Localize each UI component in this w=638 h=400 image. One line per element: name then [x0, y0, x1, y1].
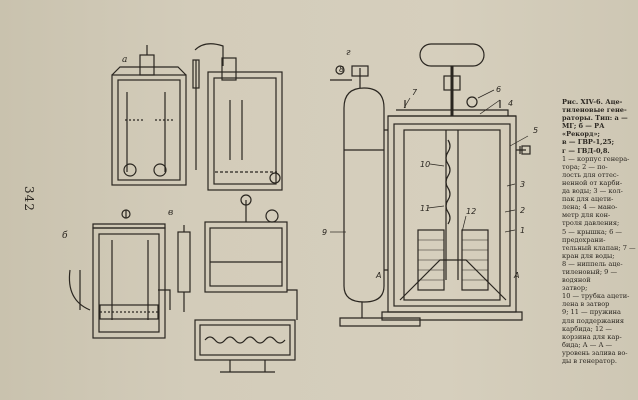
part-6: 6	[496, 85, 501, 94]
part-2: 2	[520, 206, 525, 215]
figure-caption: Рис. XIV-6. Аце- тиленовые гене- раторы.…	[562, 98, 636, 365]
label-v: в	[168, 208, 173, 218]
label-a: а	[122, 55, 127, 65]
label-b: б	[62, 230, 68, 241]
figure-v-drawing	[177, 194, 298, 373]
level-A-right: А	[513, 271, 519, 280]
part-5: 5	[533, 126, 538, 135]
label-g: г	[346, 48, 351, 58]
part-7: 7	[412, 88, 418, 97]
part-10: 10	[420, 160, 430, 169]
part-9: 9	[322, 228, 327, 237]
level-A-left: А	[375, 271, 381, 280]
figure-b-drawing	[68, 209, 171, 339]
part-12: 12	[466, 207, 476, 216]
part-3: 3	[520, 180, 525, 189]
part-8: 8	[339, 65, 344, 74]
caption-title: Рис. XIV-6. Аце- тиленовые гене- раторы.…	[562, 98, 628, 155]
figure-g-drawing	[330, 43, 531, 327]
caption-legend: 1 — корпус генера- тора; 2 — по- лость д…	[562, 154, 636, 365]
part-4: 4	[508, 99, 513, 108]
part-1: 1	[520, 226, 525, 235]
part-11: 11	[420, 204, 430, 213]
figure-a-drawing	[111, 43, 283, 191]
